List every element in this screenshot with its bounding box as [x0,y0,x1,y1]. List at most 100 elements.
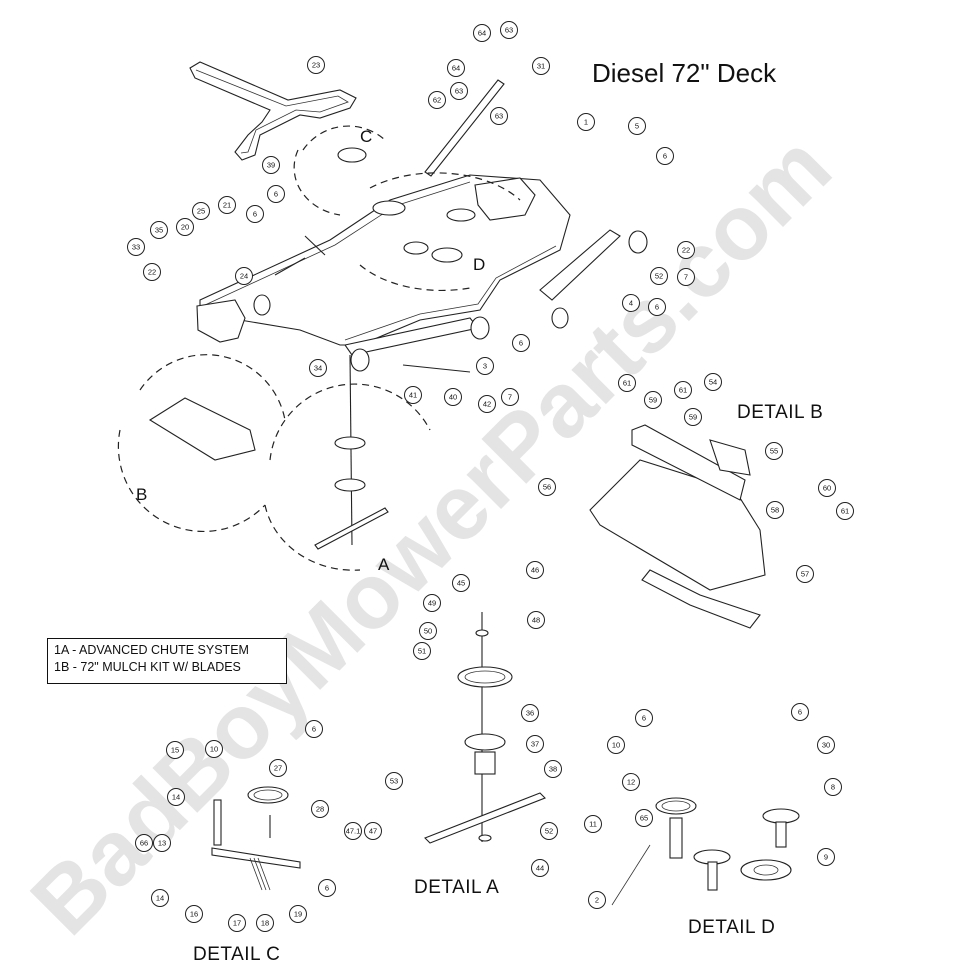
callout-number: 54 [709,378,717,387]
callout-number: 64 [478,29,486,38]
callout-bubble [674,381,692,399]
callout-bubble [311,800,329,818]
callout-number: 17 [233,919,241,928]
callout-number: 13 [158,839,166,848]
callout-bubble [428,91,446,109]
legend-line-mulch-kit: 1B - 72" MULCH KIT W/ BLADES [54,660,241,674]
view-marker-d: D [473,255,485,274]
callout-bubble [817,848,835,866]
callout-number: 59 [689,413,697,422]
callout-bubble [588,891,606,909]
callout-bubble [635,809,653,827]
callout-bubble [307,56,325,74]
callout-bubble [824,778,842,796]
callout-number: 55 [770,447,778,456]
callout-number: 3 [483,362,487,371]
view-marker-b: B [136,485,147,504]
callout-number: 14 [156,894,164,903]
callout-bubble [577,113,595,131]
callout-number: 42 [483,400,491,409]
callout-number: 9 [824,853,828,862]
callout-number: 62 [433,96,441,105]
callout-number: 61 [623,379,631,388]
callout-bubble [544,760,562,778]
detail-b-assembly [148,397,766,629]
callout-bubble [628,117,646,135]
callout-number: 50 [424,627,432,636]
callout-bubble [256,914,274,932]
callout-number: 63 [495,112,503,121]
detail-a-assembly [424,612,546,844]
callout-bubble [791,703,809,721]
callout-bubble [143,263,161,281]
callout-number: 47.1 [346,827,361,836]
callout-number: 52 [545,827,553,836]
callout-bubble [205,740,223,758]
callout-bubble [512,334,530,352]
callout-number: 5 [635,122,639,131]
callout-bubble [656,147,674,165]
callout-number: 46 [531,566,539,575]
callout-bubble [635,709,653,727]
callout-number: 56 [543,483,551,492]
callout-bubble [452,574,470,592]
callout-bubble [185,905,203,923]
view-circles [117,125,521,571]
callout-number: 25 [197,207,205,216]
callout-bubble [192,202,210,220]
callout-number: 6 [655,303,659,312]
callout-number: 22 [148,268,156,277]
callout-bubble [526,735,544,753]
callout-bubble [531,859,549,877]
callout-number: 61 [841,507,849,516]
callout-bubble [818,479,836,497]
legend-line-chute: 1A - ADVANCED CHUTE SYSTEM [54,643,249,657]
callout-bubble [473,24,491,42]
callout-number: 65 [640,814,648,823]
callout-number: 20 [181,223,189,232]
callout-bubble [526,561,544,579]
callout-bubble [836,502,854,520]
callout-bubble [796,565,814,583]
callout-number: 6 [325,884,329,893]
callout-bubble [176,218,194,236]
callout-number: 16 [190,910,198,919]
callout-number: 7 [508,393,512,402]
callout-number: 6 [519,339,523,348]
callout-bubble [618,374,636,392]
callout-bubble [450,82,468,100]
detail-b-label: DETAIL B [737,402,823,423]
callout-bubble [309,359,327,377]
callout-number: 53 [390,777,398,786]
callout-bubble [419,622,437,640]
callout-number: 41 [409,391,417,400]
callout-bubble [677,268,695,286]
callout-bubble [127,238,145,256]
callout-bubble [478,395,496,413]
callout-number: 10 [210,745,218,754]
callout-bubble [289,905,307,923]
callout-bubble [607,736,625,754]
callout-number: 6 [274,190,278,199]
callout-number: 7 [684,273,688,282]
callout-number: 24 [240,272,248,281]
callout-number: 59 [649,396,657,405]
callout-bubble [166,741,184,759]
callout-number: 48 [532,616,540,625]
callout-bubble [262,156,280,174]
callout-bubble [444,388,462,406]
detail-c-label: DETAIL C [193,944,280,965]
callout-number: 51 [418,647,426,656]
callout-bubble [677,241,695,259]
callout-bubble [150,221,168,239]
callout-number: 10 [612,741,620,750]
callout-bubble [644,391,662,409]
callout-number: 31 [537,62,545,71]
callout-number: 38 [549,765,557,774]
callout-bubble [538,478,556,496]
callout-number: 4 [629,299,633,308]
callout-number: 18 [261,919,269,928]
callout-number: 36 [526,709,534,718]
detail-a-label: DETAIL A [414,877,499,898]
callout-number: 6 [312,725,316,734]
